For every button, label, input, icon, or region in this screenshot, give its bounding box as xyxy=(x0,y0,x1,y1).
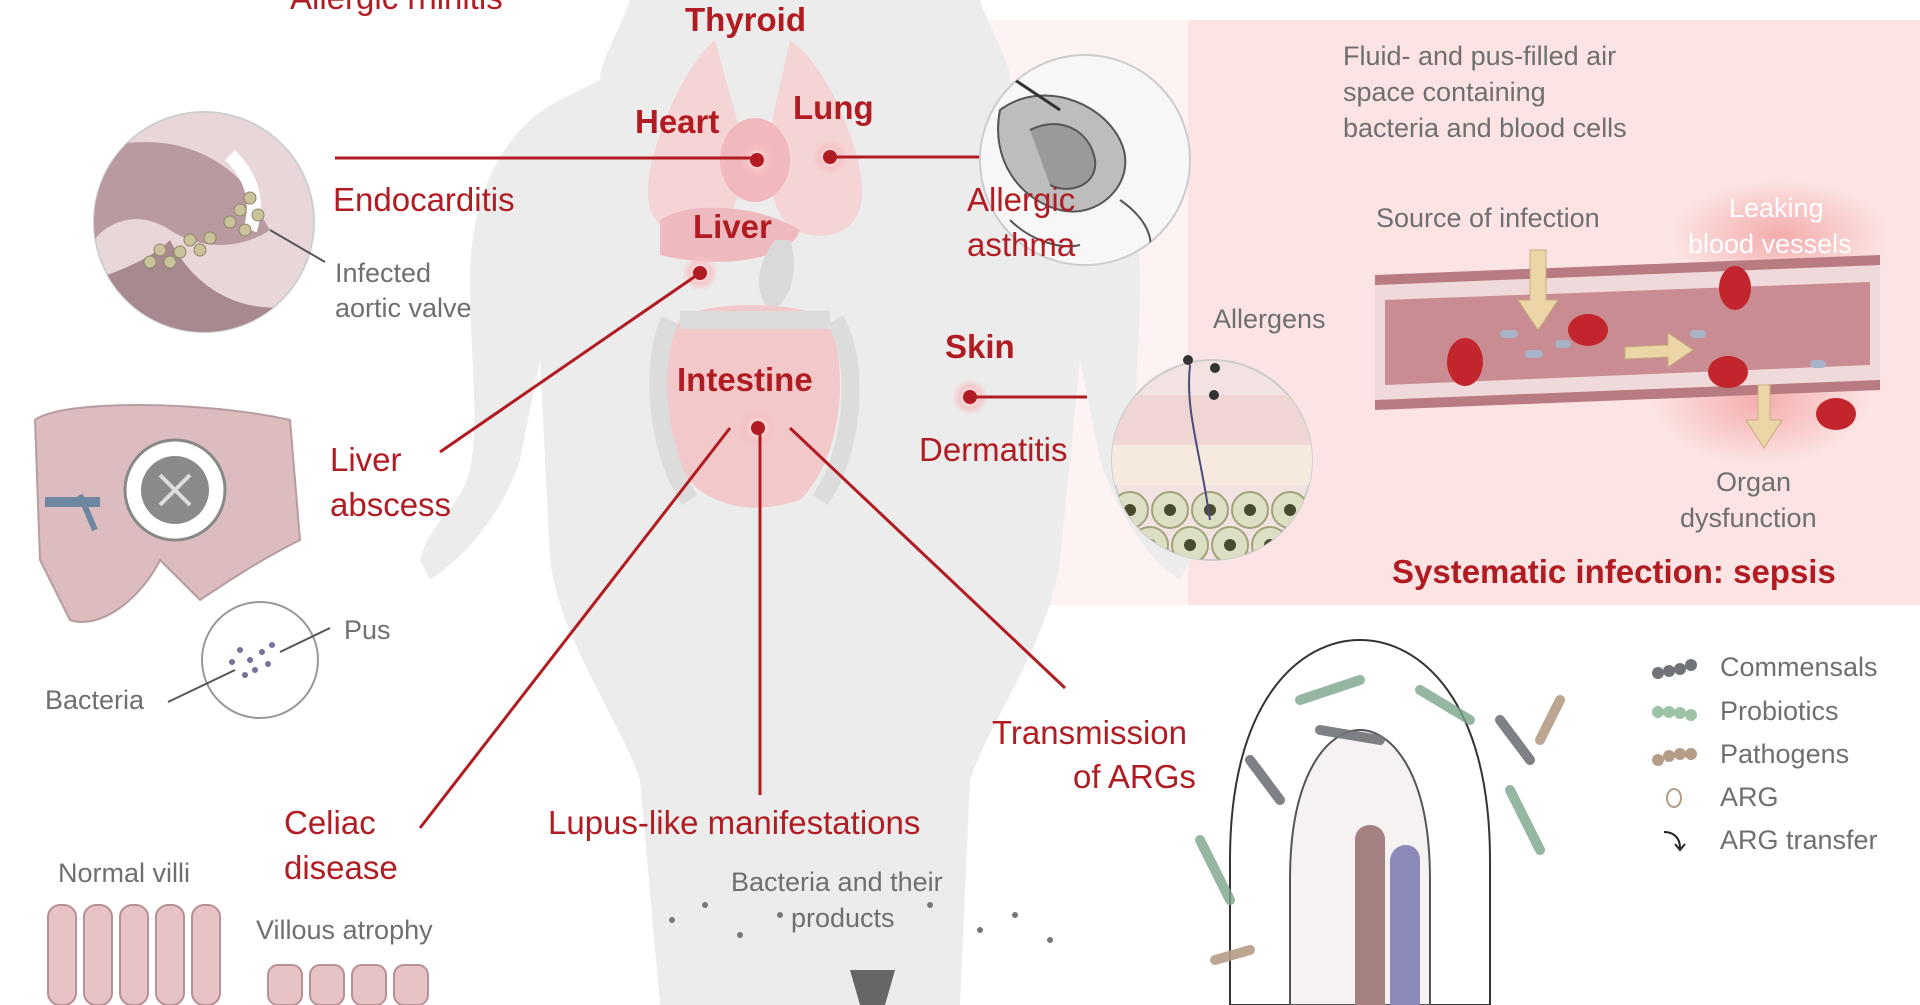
legend-item-pathogens: Pathogens xyxy=(1650,739,1849,770)
skin-layers-illustration xyxy=(1111,355,1313,561)
lung-alveoli-illustration xyxy=(979,54,1191,266)
disease-label-allergic-asthma-line1: Allergic xyxy=(967,181,1076,218)
disease-label-args-line1: Transmission xyxy=(992,714,1187,751)
legend-item-probiotics: Probiotics xyxy=(1650,696,1839,727)
disease-label-liver-abscess-line2: abscess xyxy=(330,486,452,523)
legend-item-arg-transfer: ARG transfer xyxy=(1650,825,1878,856)
disease-label-args-line2: of ARGs xyxy=(1073,758,1196,795)
annotation-leaking-line2: blood vessels xyxy=(1688,229,1852,259)
arg-ring-icon xyxy=(1666,787,1682,808)
annotation-organ-dysfunction-line2: dysfunction xyxy=(1680,503,1817,533)
disease-label-celiac-line1: Celiac xyxy=(284,804,376,841)
annotation-organ-dysfunction-line1: Organ xyxy=(1716,467,1792,497)
gut-villus-illustration xyxy=(1195,638,1565,1005)
organ-label-thyroid: Thyroid xyxy=(685,1,806,38)
pathogen-chain-icon xyxy=(1652,747,1697,766)
annotation-source-of-infection: Source of infection xyxy=(1376,203,1600,233)
annotation-aortic-valve-line2: aortic valve xyxy=(335,293,472,323)
annotation-pus: Pus xyxy=(344,615,391,645)
annotation-aortic-valve-line1: Infected xyxy=(335,258,432,288)
body-silhouette xyxy=(420,0,1190,1005)
disease-label-dermatitis: Dermatitis xyxy=(919,431,1068,468)
commensal-chain-icon xyxy=(1652,658,1697,679)
organ-label-lung: Lung xyxy=(793,89,874,126)
villi-illustration xyxy=(47,904,429,1005)
disease-label-endocarditis: Endocarditis xyxy=(333,181,515,218)
organ-label-intestine: Intestine xyxy=(677,361,813,398)
organs-shapes xyxy=(647,40,863,508)
probiotic-chain-icon xyxy=(1652,705,1697,721)
blood-vessel-illustration xyxy=(1375,180,1890,465)
legend-item-commensals: Commensals xyxy=(1650,652,1878,683)
annotation-fluid-line1: Fluid- and pus-filled air xyxy=(1343,41,1617,71)
annotation-villous-atrophy: Villous atrophy xyxy=(256,915,433,945)
arg-transfer-arrow-icon xyxy=(1663,830,1686,852)
disease-label-lupus: Lupus-like manifestations xyxy=(548,804,921,841)
aortic-valve-illustration xyxy=(93,111,326,333)
disease-label-celiac-line2: disease xyxy=(284,849,398,886)
annotation-leaking-line1: Leaking xyxy=(1729,193,1824,223)
annotation-fluid-line2: space containing xyxy=(1343,77,1546,107)
annotation-bacteria-products-line1: Bacteria and their xyxy=(731,867,943,897)
organ-label-heart: Heart xyxy=(635,103,720,140)
annotation-bacteria-products-line2: products xyxy=(791,903,895,933)
disease-label-allergic-asthma-line2: asthma xyxy=(967,226,1076,263)
sepsis-title: Systematic infection: sepsis xyxy=(1392,553,1836,590)
annotation-bacteria: Bacteria xyxy=(45,685,145,715)
annotation-normal-villi: Normal villi xyxy=(58,858,191,888)
annotation-fluid-line3: bacteria and blood cells xyxy=(1343,113,1627,143)
bacteria-products-illustration xyxy=(669,902,1053,1005)
liver-abscess-illustration xyxy=(33,404,331,719)
organ-label-liver: Liver xyxy=(693,208,772,245)
header-partial-label: Allergic rhinitis xyxy=(290,0,503,18)
annotation-allergens: Allergens xyxy=(1213,304,1326,334)
organ-label-skin: Skin xyxy=(945,328,1015,365)
legend-item-arg: ARG xyxy=(1650,782,1779,813)
disease-label-liver-abscess-line1: Liver xyxy=(330,441,402,478)
